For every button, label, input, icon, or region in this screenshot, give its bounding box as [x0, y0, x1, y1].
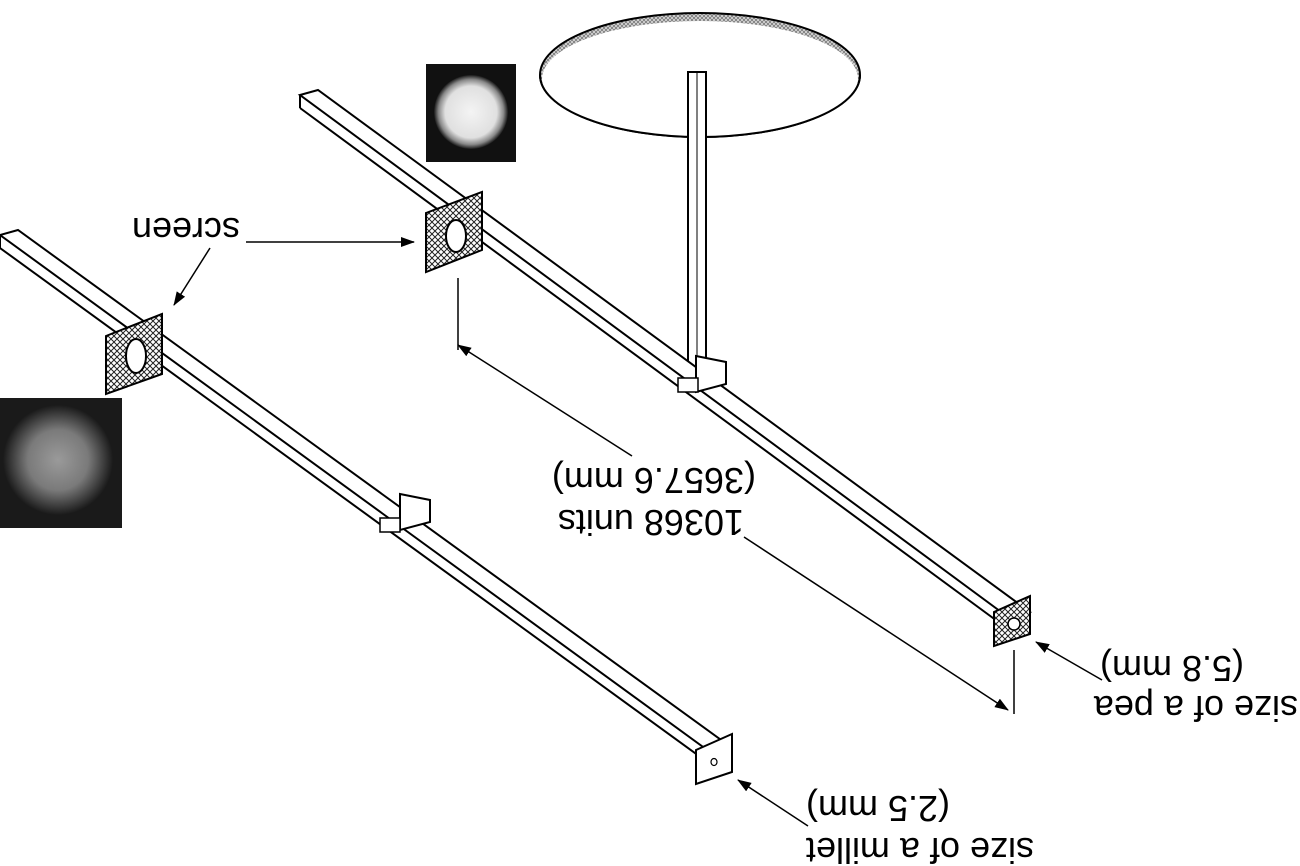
millet-target: [695, 732, 733, 786]
millet-title-group: size of a millet: [806, 830, 1034, 866]
screen-arrows: [173, 237, 415, 306]
screen-label: screen: [132, 210, 240, 251]
pea-title-group: size of a pea: [1093, 688, 1298, 729]
upper-screen: [425, 190, 483, 274]
pea-target: [993, 594, 1031, 648]
screen-label-group: screen: [132, 210, 240, 251]
distance-units-group: 10368 units: [558, 502, 744, 543]
millet-mm-label: (2.5 mm): [806, 788, 950, 829]
upper-rail-bracket: [677, 354, 727, 394]
upper-rail: [297, 88, 1032, 633]
target-arrows: [737, 641, 1103, 827]
bright-spot-photo: [426, 64, 516, 162]
millet-title-label: size of a millet: [806, 830, 1034, 866]
dim-spot-photo: [0, 398, 122, 528]
support-pole: [687, 71, 707, 373]
lower-rail-bracket: [379, 492, 431, 533]
distance-mm-group: (3657.6 mm): [552, 460, 756, 501]
pea-title-label: size of a pea: [1093, 688, 1298, 729]
millet-mm-group: (2.5 mm): [806, 788, 950, 829]
pea-mm-group: (5.8 mm): [1100, 648, 1244, 689]
distance-dimension: [457, 278, 1015, 714]
distance-mm-label: (3657.6 mm): [552, 460, 756, 501]
lower-screen: [105, 312, 163, 396]
pea-mm-label: (5.8 mm): [1100, 648, 1244, 689]
distance-units-label: 10368 units: [558, 502, 744, 543]
